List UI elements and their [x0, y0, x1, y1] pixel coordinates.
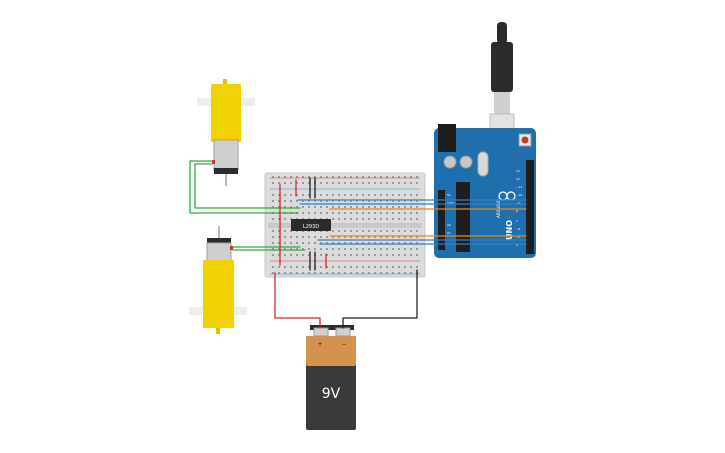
battery-terminal-positive[interactable]: [313, 327, 329, 337]
motor-terminal[interactable]: [230, 246, 233, 250]
reset-button[interactable]: [521, 136, 529, 144]
bottom-power-rail: [270, 262, 420, 274]
svg-text:~6: ~6: [516, 227, 521, 231]
digital-pin-header: [526, 160, 534, 254]
svg-text:8: 8: [516, 209, 518, 213]
battery-9v[interactable]: + − 9V: [306, 325, 356, 430]
svg-text:~10: ~10: [516, 193, 522, 197]
svg-text:GND: GND: [447, 201, 455, 205]
board-name: UNO: [505, 220, 514, 240]
dc-power-jack[interactable]: [438, 124, 456, 152]
top-power-rail: [270, 176, 420, 188]
svg-text:~11: ~11: [516, 185, 522, 189]
wire-motor-top-a[interactable]: [189, 160, 299, 214]
atmega-chip: [456, 182, 470, 252]
center-channel: [268, 223, 422, 228]
battery-plus-label: +: [317, 341, 322, 348]
svg-text:12: 12: [516, 177, 520, 181]
power-analog-pin-header: [438, 190, 445, 250]
wire-motor-top-b[interactable]: [194, 163, 301, 209]
wire-battery-positive[interactable]: [274, 272, 321, 329]
crystal-oscillator: [477, 151, 489, 177]
motor-terminal[interactable]: [212, 160, 215, 164]
dc-motor-bottom[interactable]: [189, 226, 247, 334]
capacitor: [443, 155, 457, 169]
wire-battery-negative[interactable]: [342, 269, 418, 329]
capacitor: [459, 155, 473, 169]
svg-text:13: 13: [516, 169, 520, 173]
svg-text:7: 7: [516, 219, 518, 223]
chip-label: L293D: [303, 224, 319, 230]
dc-motor-top[interactable]: [197, 79, 255, 186]
battery-voltage-label: 9V: [322, 386, 341, 402]
svg-text:~5: ~5: [516, 235, 521, 239]
svg-text:~9: ~9: [516, 201, 521, 205]
svg-text:5V: 5V: [447, 193, 452, 197]
svg-text:A0: A0: [447, 223, 451, 227]
l293d-chip[interactable]: L293D: [291, 219, 331, 231]
svg-text:4: 4: [516, 243, 518, 247]
upper-terminal-strip: [270, 192, 420, 222]
breadboard[interactable]: [264, 172, 426, 278]
svg-text:A1: A1: [447, 231, 451, 235]
battery-terminal-negative[interactable]: [335, 327, 351, 337]
battery-minus-label: −: [341, 341, 346, 348]
